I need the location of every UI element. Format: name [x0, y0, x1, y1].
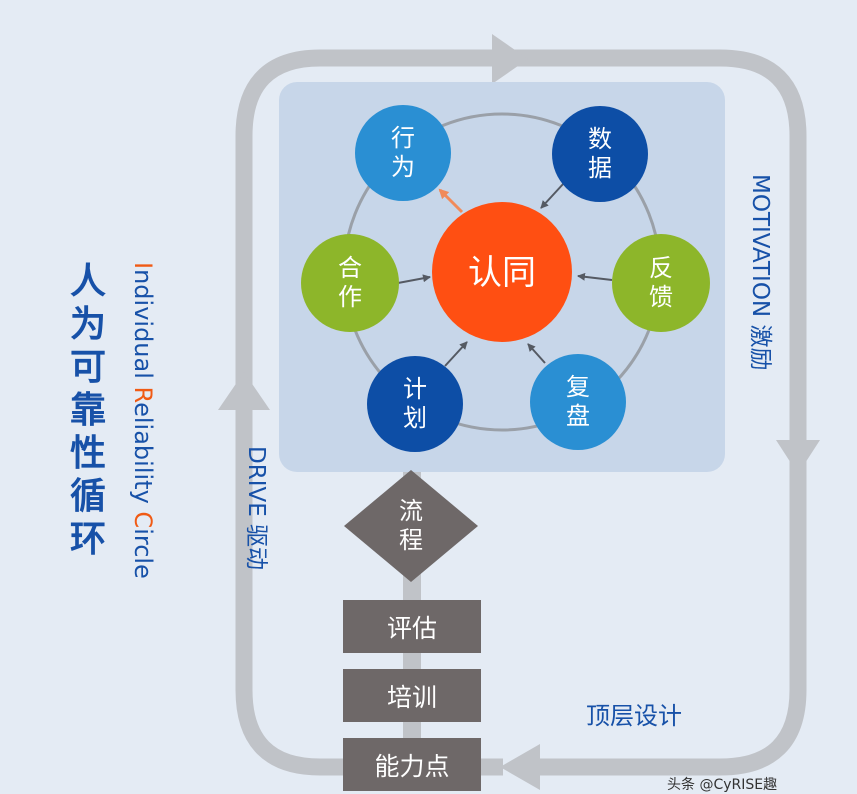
node-label-line: 行 [391, 124, 415, 152]
node-label-line: 反 [649, 254, 673, 282]
node-label-line: 馈 [649, 283, 673, 311]
node-circle-xingwei [355, 105, 451, 201]
process-label-line: 流 [399, 497, 423, 525]
node-label-jihua: 计 划 [385, 375, 445, 433]
spoke-hezuo [397, 274, 431, 284]
subtitle-part: R [129, 386, 157, 403]
watermark: 头条 @CyRISE趣 [667, 777, 778, 793]
node-label-line: 作 [338, 283, 362, 311]
spoke-fupan [527, 343, 546, 364]
subtitle-part: ircle [129, 528, 157, 579]
node-label-line: 复 [566, 373, 590, 401]
loop-arrowhead-right [776, 440, 820, 474]
node-label-shuju: 数 据 [570, 125, 630, 183]
title-char: 环 [69, 519, 106, 560]
process-diamond [344, 470, 478, 582]
title-char: 循 [69, 476, 106, 517]
node-label-line: 盘 [566, 402, 590, 430]
spoke-xingwei [438, 188, 464, 214]
title-char: 靠 [69, 390, 106, 431]
node-label-line: 划 [403, 404, 427, 432]
node-label-xingwei: 行 为 [373, 124, 433, 182]
process-label: 流 程 [381, 497, 441, 555]
node-label-line: 合 [338, 254, 362, 282]
motivation-label: MOTIVATION 激励 [747, 174, 773, 371]
process-label-line: 程 [399, 526, 423, 554]
subtitle-part: C [129, 511, 157, 529]
center-node-circle [432, 202, 572, 342]
subtitle-part: ndividual [129, 269, 157, 387]
node-label-line: 数 [588, 125, 612, 153]
node-circle-shuju [552, 106, 648, 202]
top-design-label: 顶层设计 [586, 702, 682, 730]
title-char: 为 [69, 304, 106, 345]
node-label-line: 为 [391, 153, 415, 181]
node-circle-fankui [612, 234, 710, 332]
spoke-fankui [577, 272, 613, 281]
subtitle-english: Individual Reliability Circle [129, 262, 157, 579]
step-pinggu: 评估 [343, 600, 481, 653]
step-nengli: 能力点 [343, 738, 481, 791]
loop-arrowhead-bottom [500, 744, 540, 790]
node-label-line: 据 [588, 154, 612, 182]
title-char: 人 [69, 261, 106, 302]
page-title: 人 为 可 靠 性 循 环 [66, 260, 110, 561]
node-circle-hezuo [301, 234, 399, 332]
node-label-line: 计 [403, 375, 427, 403]
node-circle-fupan [530, 354, 626, 450]
loop-arrowhead-top [492, 34, 528, 84]
loop-arrowhead-left [218, 372, 270, 410]
node-label-fupan: 复 盘 [548, 373, 608, 431]
step-peixun: 培训 [343, 669, 481, 722]
title-char: 性 [69, 433, 106, 474]
title-char: 可 [69, 347, 106, 388]
spoke-shuju [540, 182, 565, 209]
center-label: 认同 [468, 253, 536, 293]
node-circle-jihua [367, 356, 463, 452]
subtitle-part: eliability [129, 402, 157, 512]
spoke-jihua [444, 341, 468, 367]
node-label-fankui: 反 馈 [631, 254, 691, 312]
drive-label: DRIVE 驱动 [243, 446, 269, 571]
node-label-hezuo: 合 作 [320, 254, 380, 312]
